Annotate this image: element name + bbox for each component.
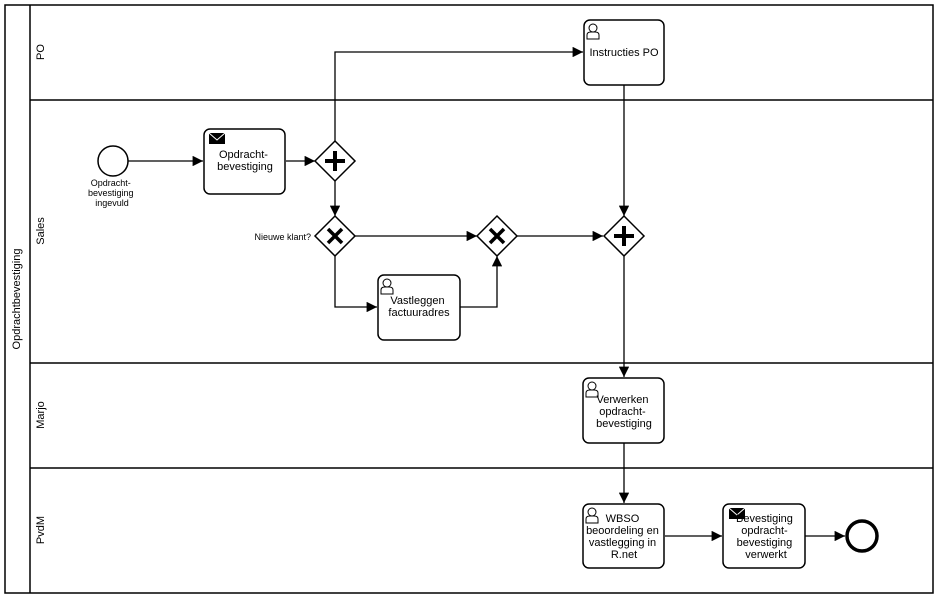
task-wbso-beoordeling[interactable]: WBSO beoordeling en vastlegging in R.net [582, 503, 665, 569]
task-label: WBSO beoordeling en vastlegging in R.net [586, 513, 662, 561]
x-icon [326, 227, 344, 245]
task-verwerken-opdrachtbevestiging[interactable]: Verwerken opdracht- bevestiging [582, 377, 665, 444]
flow-vastleggen-to-merge [460, 255, 503, 308]
user-icon [585, 381, 599, 398]
start-event-label: Opdracht- bevestiging ingevuld [88, 178, 136, 208]
lane-po: PO [29, 5, 47, 100]
lane-label-marjo: Marjo [35, 401, 47, 429]
flow-exclusive-to-vastleggen [334, 256, 377, 313]
task-label: Verwerken opdracht- bevestiging [596, 394, 652, 430]
lane-label-po: PO [35, 44, 47, 60]
user-icon [585, 507, 599, 524]
lane-label-pvdm: PvdM [35, 516, 47, 544]
task-label: Instructies PO [589, 47, 659, 59]
exclusive-gateway-merge[interactable] [475, 214, 519, 258]
gateway-label: Nieuwe klant? [254, 232, 311, 242]
parallel-gateway-split[interactable] [313, 139, 357, 183]
lane-marjo: Marjo [35, 401, 47, 429]
pool: Opdrachtbevestiging [4, 4, 934, 594]
task-instructies-po[interactable]: Instructies PO [583, 19, 665, 86]
pool-label: Opdrachtbevestiging [11, 249, 23, 350]
lane-sales: Sales [35, 217, 47, 245]
envelope-icon [728, 507, 746, 519]
user-icon [586, 23, 600, 40]
parallel-gateway-join[interactable] [602, 214, 646, 258]
plus-icon [614, 226, 634, 246]
exclusive-gateway-nieuwe-klant[interactable]: Nieuwe klant? [254, 214, 357, 258]
task-label: Vastleggen factuuradres [388, 295, 450, 319]
task-label: Bevestiging opdracht- bevestiging verwer… [736, 513, 796, 561]
envelope-icon [208, 132, 226, 144]
lane-label-sales: Sales [35, 217, 47, 245]
flow-split-to-instructies [334, 46, 583, 141]
sequence-flows [128, 46, 845, 542]
task-vastleggen-factuuradres[interactable]: Vastleggen factuuradres [377, 274, 461, 341]
lane-pvdm: PvdM [35, 516, 47, 544]
task-opdrachtbevestiging[interactable]: Opdracht- bevestiging [203, 128, 286, 195]
x-icon [488, 227, 506, 245]
plus-icon [325, 151, 345, 171]
task-label: Opdracht- bevestiging [217, 149, 273, 173]
end-event[interactable] [845, 519, 879, 553]
start-event[interactable]: Opdracht- bevestiging ingevuld [88, 145, 136, 208]
task-bevestiging-verwerkt[interactable]: Bevestiging opdracht- bevestiging verwer… [722, 503, 806, 569]
user-icon [380, 278, 394, 295]
